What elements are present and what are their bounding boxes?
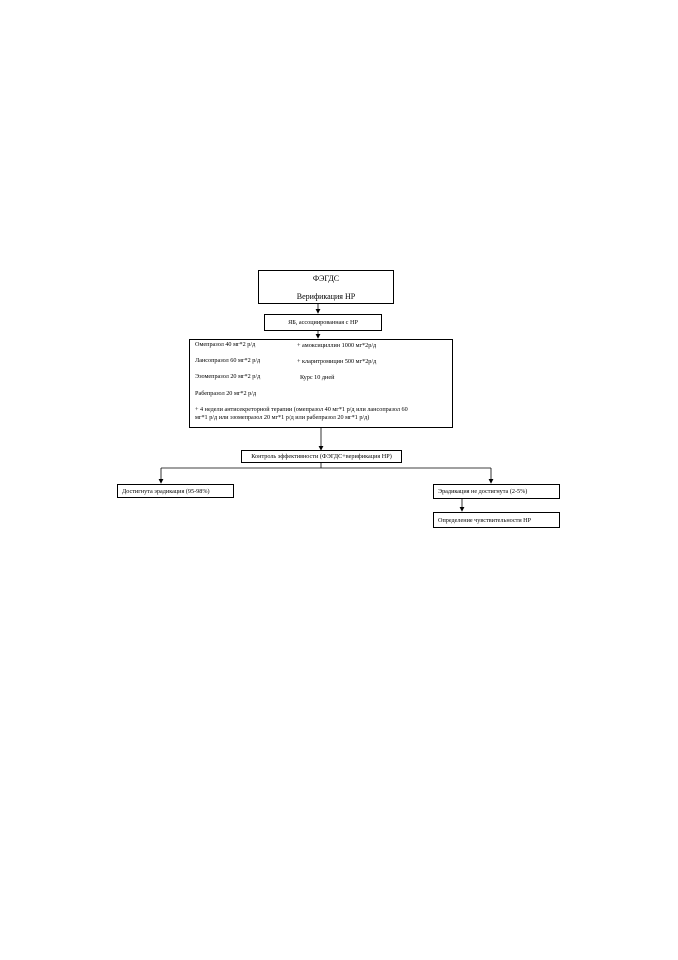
eradication-not-achieved-box: Эрадикация не достигнута (2-5%) <box>433 484 560 499</box>
control-box: Контроль эффективности (ФЭГДС+верификаци… <box>241 450 402 463</box>
ppi-lansoprazole: Лансопразол 60 мг*2 р/д <box>195 357 261 364</box>
followup-therapy-line2: мг*1 р/д или эзомепразол 20 мг*1 р/д или… <box>195 414 370 421</box>
therapy-box <box>189 339 453 428</box>
ppi-rabeprazole: Рабепразол 20 мг*2 р/д <box>195 390 257 397</box>
sensitivity-box: Определение чувствительности НР <box>433 512 560 528</box>
ppi-omeprazole: Омепразол 40 мг*2 р/д <box>195 341 256 348</box>
course-duration: Курс 10 дней <box>300 374 335 381</box>
control-label: Контроль эффективности (ФЭГДС+верификаци… <box>251 453 392 460</box>
followup-therapy-line1: + 4 недели антисекреторной терапии (омеп… <box>195 406 408 413</box>
eradication-achieved-label: Достигнута эрадикация (95-98%) <box>122 488 210 495</box>
fegds-verification-box: ФЭГДС Верификация НР <box>258 270 394 304</box>
fegds-label: ФЭГДС <box>312 274 340 283</box>
verification-label: Верификация НР <box>296 292 356 301</box>
ppi-esomeprazole: Эзомепразол 20 мг*2 р/д <box>195 373 261 380</box>
eradication-not-achieved-label: Эрадикация не достигнута (2-5%) <box>438 488 528 495</box>
antibiotic-amoxicillin: + амоксициллин 1000 мг*2р/д <box>297 342 377 349</box>
sensitivity-label: Определение чувствительности НР <box>438 517 532 524</box>
antibiotic-clarithromycin: + кларитромицин 500 мг*2р/д <box>297 358 377 365</box>
diagnosis-label: ЯБ, ассоциированная с НР <box>288 319 358 326</box>
eradication-achieved-box: Достигнута эрадикация (95-98%) <box>117 484 234 498</box>
diagnosis-box: ЯБ, ассоциированная с НР <box>264 314 382 331</box>
